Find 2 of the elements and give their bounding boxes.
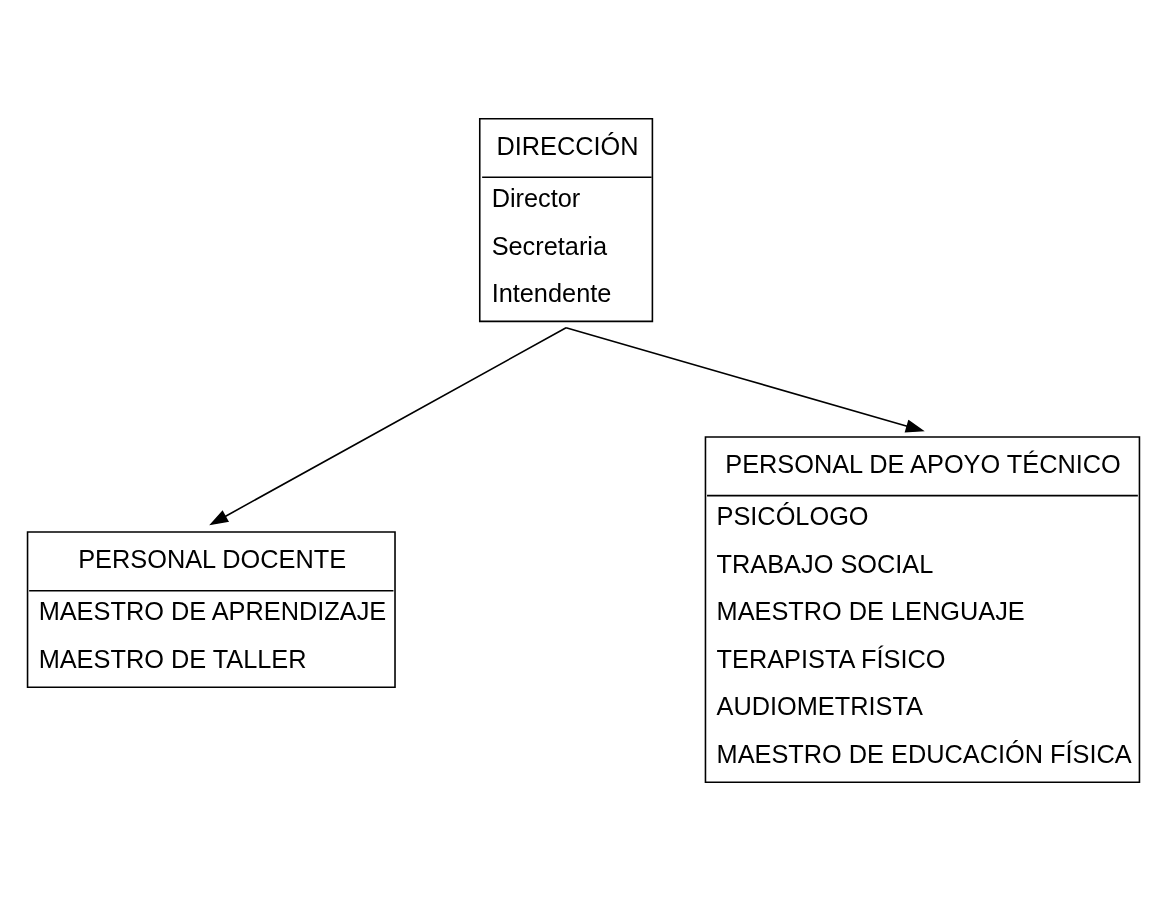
- arrow: [565, 326, 925, 432]
- arrow: [209, 326, 567, 525]
